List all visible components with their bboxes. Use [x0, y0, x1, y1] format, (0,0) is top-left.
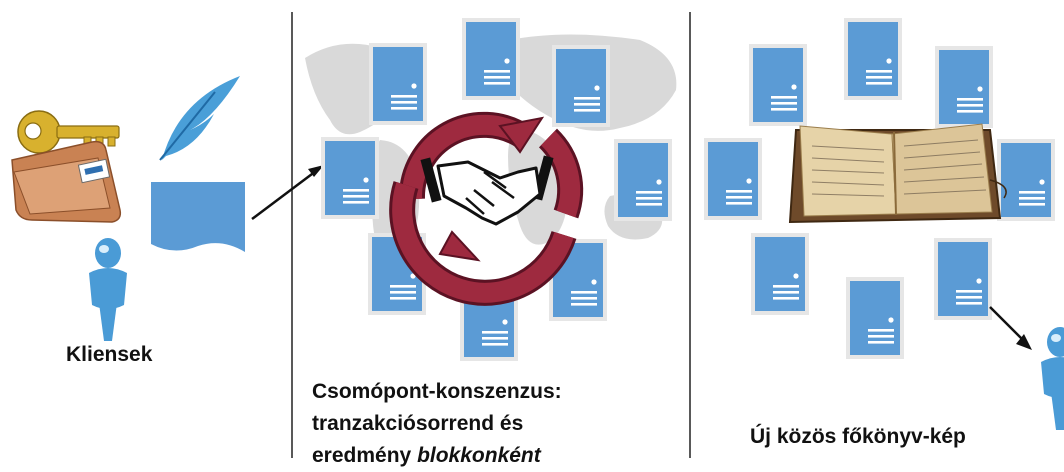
- consensus-caption-line-3: eredmény blokkonként: [312, 440, 562, 472]
- server-icon: [614, 139, 672, 221]
- wallet-icon: [11, 140, 122, 223]
- output-arrow: [989, 306, 1025, 342]
- output-arrow-head: [1016, 334, 1032, 350]
- consensus-caption-plain: eredmény: [312, 444, 418, 467]
- consensus-caption-line-2: tranzakciósorrend és: [312, 412, 524, 435]
- consensus-caption-emphasis: blokkonként: [417, 444, 541, 467]
- consensus-caption: Csomópont-konszenzus: tranzakciósorrend …: [312, 376, 562, 472]
- server-icon: [552, 45, 610, 127]
- server-icon: [844, 18, 902, 100]
- server-icon: [704, 138, 762, 220]
- ledger-book-icon: [788, 123, 1007, 224]
- server-icon: [749, 44, 807, 126]
- clients-caption: Kliensek: [66, 343, 153, 366]
- consensus-caption-line-1: Csomópont-konszenzus:: [312, 380, 562, 403]
- user-icon: [89, 238, 127, 341]
- handshake-icon: [420, 155, 554, 226]
- cycle-arrows-icon: [389, 111, 584, 306]
- server-icon: [934, 238, 992, 320]
- server-icon: [751, 233, 809, 315]
- ledger-caption: Új közös főkönyv-kép: [750, 425, 966, 448]
- user-icon: [1041, 327, 1064, 430]
- server-icon: [321, 137, 379, 219]
- submit-arrow: [251, 170, 317, 220]
- server-icon: [846, 277, 904, 359]
- server-icon: [997, 139, 1055, 221]
- server-icon: [369, 43, 427, 125]
- submit-arrow-head: [308, 165, 324, 177]
- server-icon: [935, 46, 993, 128]
- server-icon: [462, 18, 520, 100]
- document-icon: [151, 182, 245, 252]
- quill-icon: [159, 76, 240, 161]
